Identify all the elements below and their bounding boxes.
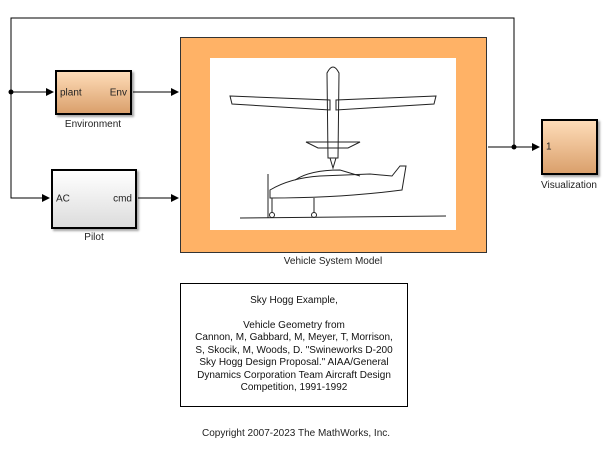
note-line: Dynamics Corporation Team Aircraft Desig… (197, 369, 391, 381)
note-line: Vehicle Geometry from (243, 319, 345, 331)
environment-block[interactable]: plant Env (55, 70, 132, 115)
visualization-block[interactable]: 1 (541, 119, 598, 175)
port-plant: plant (60, 87, 82, 98)
port-ac: AC (56, 193, 70, 205)
copyright: Copyright 2007-2023 The MathWorks, Inc. (201, 428, 391, 439)
note-line: Sky Hogg Design Proposal." AIAA/General (199, 357, 389, 368)
annotation-note: Sky Hogg Example, Vehicle Geometry from … (180, 283, 408, 407)
visualization-label: Visualization (541, 180, 597, 191)
airplane-drawing (210, 58, 456, 230)
environment-label: Environment (64, 119, 122, 130)
port-cmd: cmd (113, 193, 132, 205)
note-title: Sky Hogg Example, (250, 295, 338, 306)
vehicle-system-model-label: Vehicle System Model (283, 256, 383, 267)
port-env: Env (109, 87, 127, 98)
note-line: Competition, 1991-1992 (240, 382, 348, 393)
port-1: 1 (546, 141, 552, 153)
note-line: S, Skocik, M, Woods, D. "Swineworks D-20… (195, 344, 393, 356)
pilot-block[interactable]: AC cmd (51, 169, 137, 229)
note-line: Cannon, M, Gabbard, M, Meyer, T, Morriso… (195, 332, 393, 343)
vehicle-system-model-block[interactable] (180, 37, 487, 253)
pilot-label: Pilot (84, 232, 104, 243)
